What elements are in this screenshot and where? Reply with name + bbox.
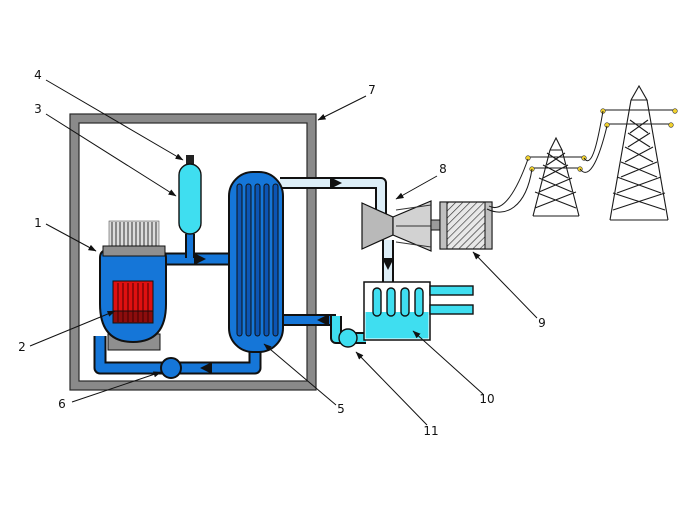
fuel-rods	[117, 283, 149, 322]
relief-valve	[186, 155, 194, 165]
sg-tube	[245, 183, 252, 337]
cold-leg-arrow	[200, 362, 212, 374]
label-relief-valve: 4	[34, 68, 42, 82]
label-containment: 7	[368, 83, 376, 97]
label-steam-generator: 5	[337, 402, 345, 416]
control-rods	[111, 222, 157, 248]
turbine-exhaust-arrow	[382, 258, 394, 270]
generator	[439, 201, 493, 250]
label-generator: 9	[538, 316, 546, 330]
hot-leg-arrow	[194, 253, 206, 265]
condenser-tube	[400, 287, 410, 317]
label-pressurizer: 3	[34, 102, 42, 116]
cooling-water-outlet-pipe	[429, 285, 474, 296]
control-rod-bank	[108, 220, 160, 249]
sg-tube	[236, 183, 243, 337]
labels: 1 2 3 4 5 6 7 8 9 10 11	[18, 68, 546, 438]
steam-generator	[228, 171, 284, 353]
feedwater-arrow	[317, 314, 329, 326]
reactor-head	[102, 245, 166, 257]
pylon-left	[525, 136, 587, 217]
condenser-tube	[372, 287, 382, 317]
label-core: 2	[18, 340, 26, 354]
label-turbine: 8	[439, 162, 447, 176]
pressurizer-vessel	[178, 163, 202, 235]
leader-lines	[29, 79, 538, 426]
flow-arrows	[194, 177, 394, 374]
reactor-assembly	[99, 220, 167, 351]
primary-pump	[160, 357, 182, 379]
steam-line-arrow	[330, 177, 342, 189]
label-primary-pump: 6	[58, 397, 66, 411]
power-lines	[486, 110, 608, 213]
label-condenser: 10	[479, 392, 494, 406]
label-reactor-vessel: 1	[34, 216, 42, 230]
condenser	[363, 281, 474, 341]
cooling-water-inlet-pipe	[429, 304, 474, 315]
pressurizer	[178, 155, 202, 235]
feedwater-pump	[338, 328, 358, 348]
condenser-tube	[386, 287, 396, 317]
turbine-shaft	[430, 219, 441, 231]
condenser-tube	[414, 287, 424, 317]
sg-tube	[263, 183, 270, 337]
sg-tube	[254, 183, 261, 337]
turbine	[361, 200, 432, 252]
sg-tube	[272, 183, 279, 337]
pylon-right	[600, 84, 678, 221]
label-feedwater-pump: 11	[423, 424, 438, 438]
